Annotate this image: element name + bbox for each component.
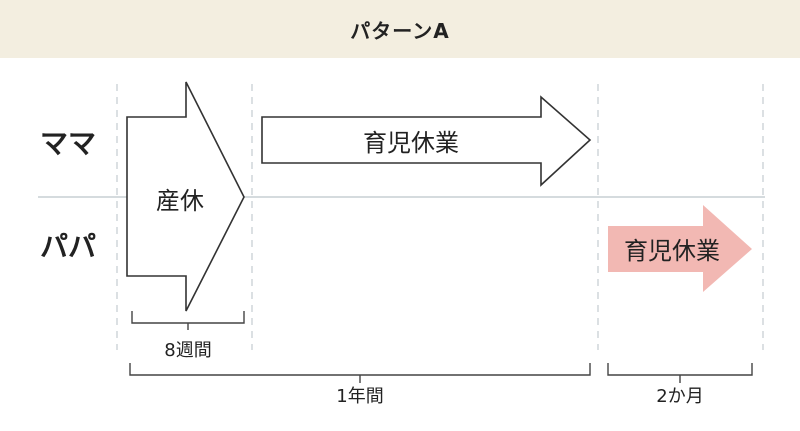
- pattern-title-banner: パターンA: [0, 0, 800, 58]
- maternity-leave-arrow: [126, 81, 245, 312]
- bracket-1-year: [129, 363, 591, 376]
- bracket-2-months: [607, 363, 753, 376]
- bracket-8-weeks: [131, 311, 245, 324]
- duration-2-months: 2か月: [656, 386, 703, 407]
- duration-1-year: 1年間: [336, 386, 383, 407]
- maternity-leave-label: 産休: [156, 187, 204, 215]
- papa-childcare-leave-arrow: [608, 205, 752, 292]
- mama-childcare-leave-arrow: [261, 95, 592, 187]
- timeline-guides: [116, 84, 764, 350]
- mama-childcare-leave-label: 育児休業: [363, 129, 459, 157]
- papa-childcare-leave-label: 育児休業: [624, 237, 720, 265]
- row-label-papa: パパ: [40, 230, 96, 263]
- row-label-mama: ママ: [40, 127, 96, 160]
- duration-8-weeks: 8週間: [164, 340, 211, 361]
- pattern-title: パターンA: [350, 18, 450, 43]
